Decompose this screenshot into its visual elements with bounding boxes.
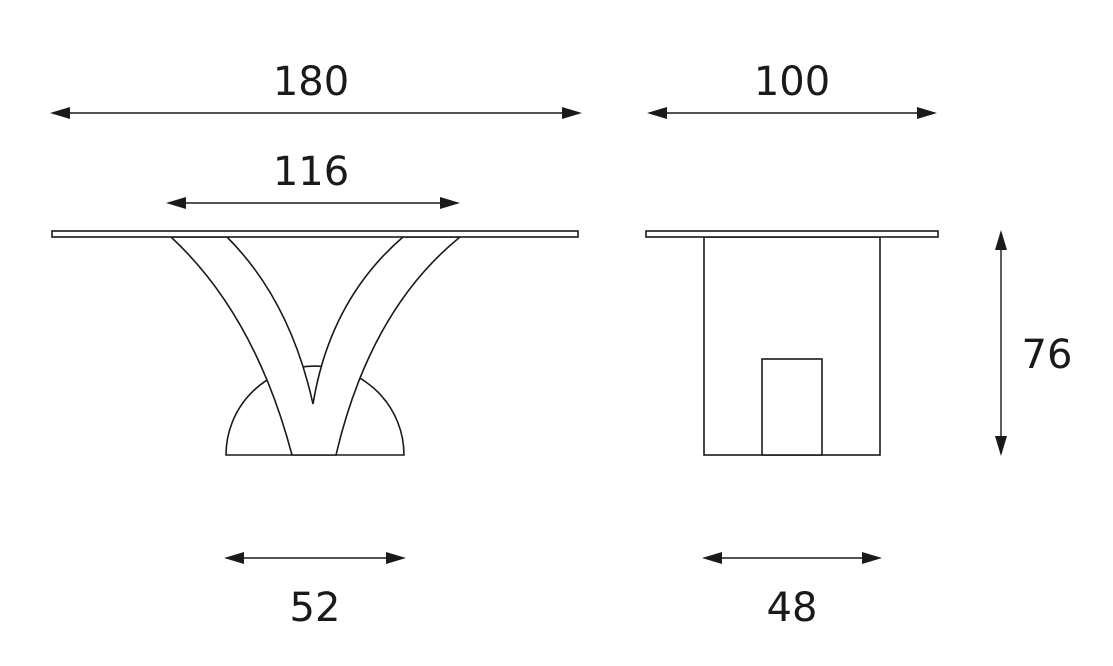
label-top-span: 116 — [273, 149, 349, 195]
side-view: 100 48 76 — [645, 59, 1072, 631]
label-base-front: 52 — [290, 585, 341, 631]
front-view: 180 116 52 — [50, 59, 582, 631]
dimension-height: 76 — [995, 230, 1072, 456]
dimension-side-depth: 100 — [647, 59, 937, 119]
label-base-side: 48 — [767, 585, 818, 631]
dimension-base-front: 52 — [224, 552, 406, 631]
dimension-base-side: 48 — [702, 552, 882, 631]
leg-outer — [168, 236, 463, 456]
dimension-top-span: 116 — [166, 149, 460, 209]
label-front-length: 180 — [273, 59, 349, 105]
dimension-front-length: 180 — [50, 59, 582, 119]
table-top-front — [51, 230, 579, 238]
label-side-depth: 100 — [754, 59, 830, 105]
side-foot — [761, 358, 823, 456]
label-height: 76 — [1022, 332, 1073, 378]
table-top-side — [645, 230, 939, 238]
